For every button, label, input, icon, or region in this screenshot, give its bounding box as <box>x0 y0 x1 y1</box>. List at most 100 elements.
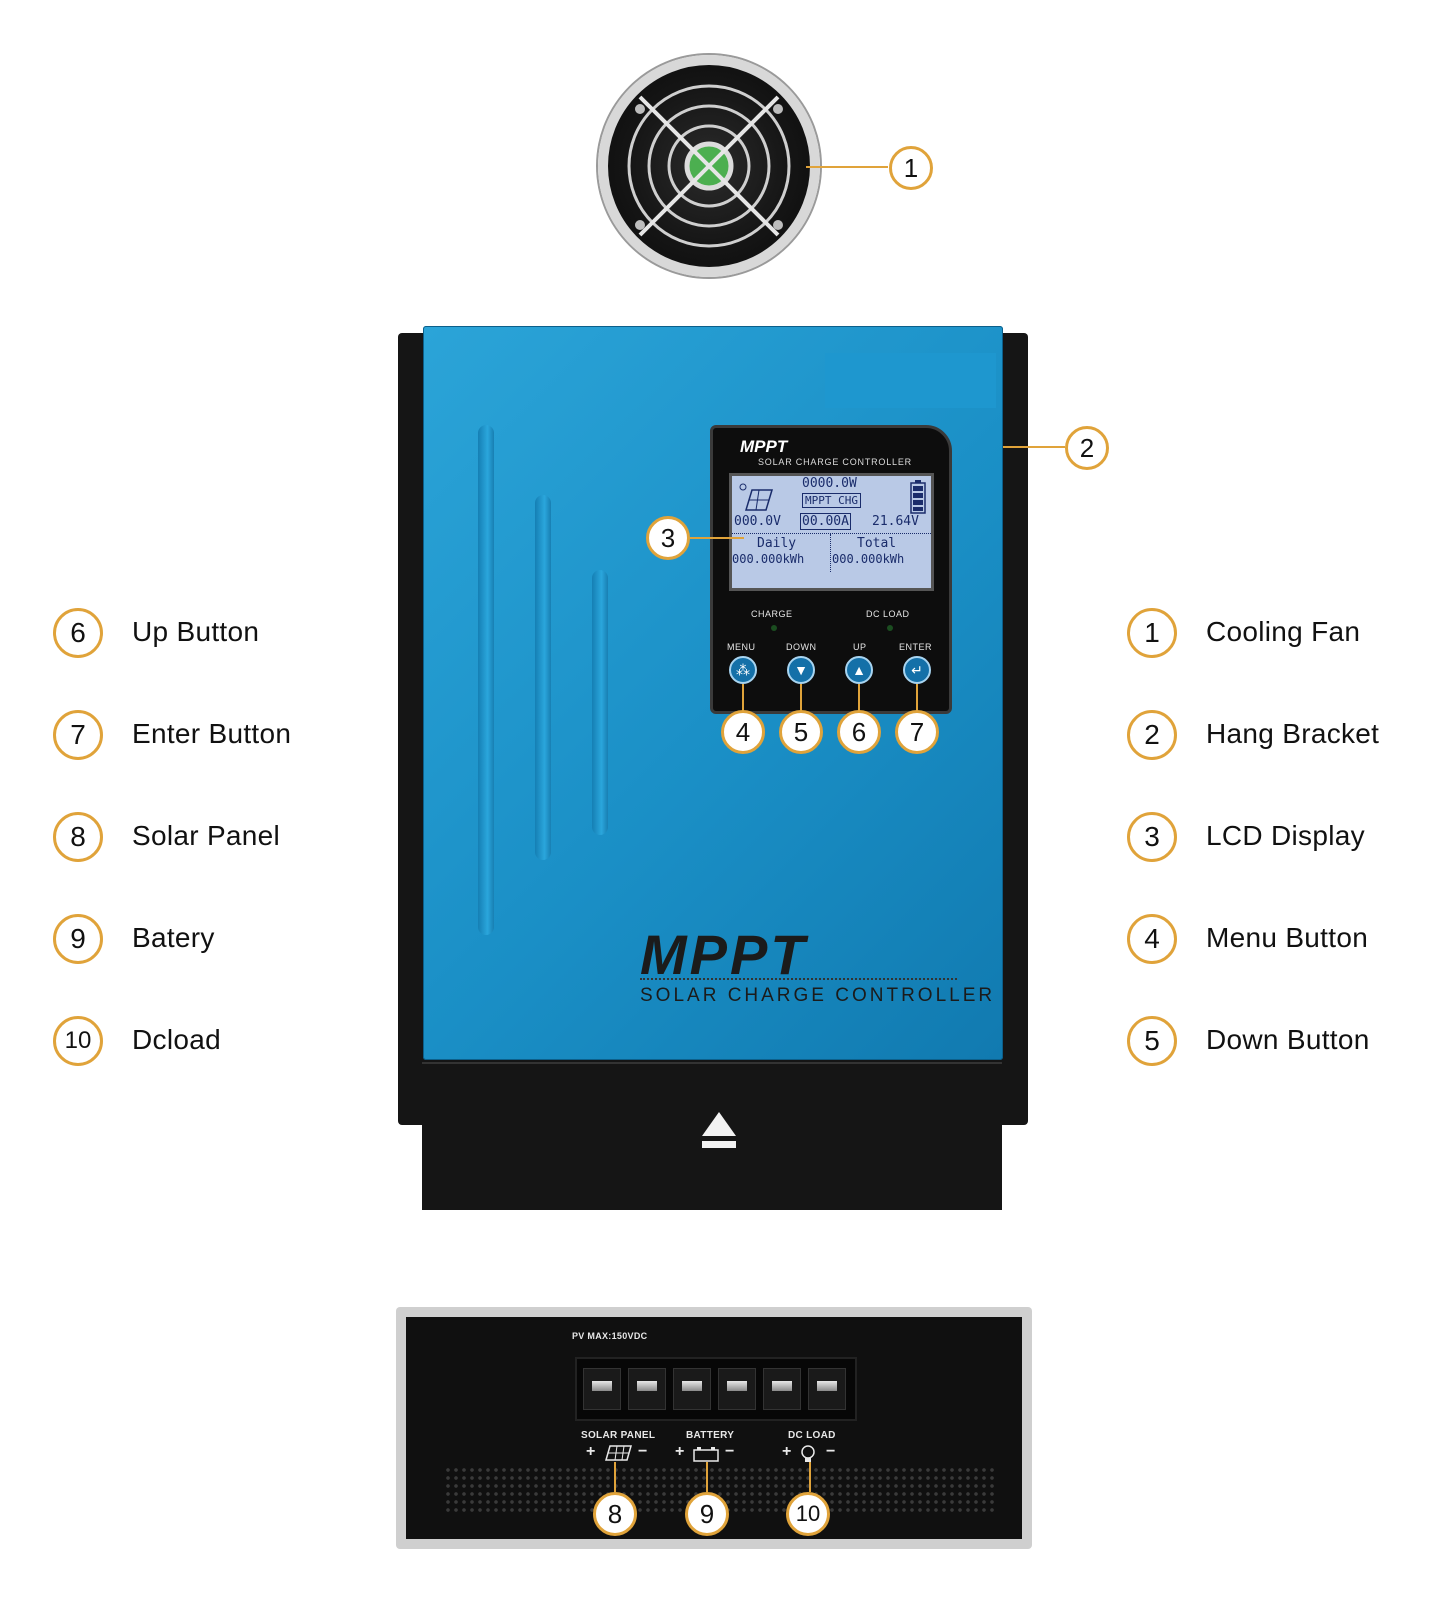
terminal-solar-minus <box>628 1368 666 1410</box>
legend-right-label: Menu Button <box>1206 922 1369 953</box>
legend-right-label: Down Button <box>1206 1024 1370 1055</box>
legend-left-label: Dcload <box>132 1024 221 1055</box>
battery-leader-line <box>706 1462 708 1492</box>
callout-9-battery: 9 <box>685 1492 729 1536</box>
panel-subtitle: SOLAR CHARGE CONTROLLER <box>758 457 912 467</box>
cover-tab <box>825 353 996 408</box>
charge-led <box>771 625 777 631</box>
enter-label: ENTER <box>899 642 933 652</box>
panel-brand: MPPT <box>740 437 788 456</box>
cooling-fan <box>598 55 820 277</box>
legend-left-label: Enter Button <box>132 718 292 749</box>
return-arrow-icon: ↵ <box>911 661 923 678</box>
up-leader-line <box>858 684 860 714</box>
legend-right-badge: 2 <box>1127 710 1177 760</box>
terminal-load-minus <box>808 1368 846 1410</box>
battery-level-icon <box>910 480 926 514</box>
battery-minus-sign: − <box>725 1443 735 1460</box>
legend-right-badge: 1 <box>1127 608 1177 658</box>
legend-left-badge: 9 <box>53 914 103 964</box>
solar-panel-icon <box>605 1445 632 1461</box>
pv-max-label: PV MAX:150VDC <box>572 1331 648 1341</box>
legend-left-label: Batery <box>132 922 215 953</box>
fan-leader-line <box>806 166 888 168</box>
callout-3-lcd: 3 <box>646 516 690 560</box>
legend-left-label: Solar Panel <box>132 820 281 851</box>
up-button[interactable]: ▲ <box>845 656 873 684</box>
dcload-led <box>887 625 893 631</box>
callout-4-menu: 4 <box>721 710 765 754</box>
load-minus-sign: − <box>826 1443 836 1460</box>
dcload-label: DC LOAD <box>866 609 910 619</box>
terminal-solar-plus <box>583 1368 621 1410</box>
lcd-display: 0000.0W MPPT CHG 000.0V 00.00A 21.64V Da… <box>729 473 934 591</box>
legend-left-badge: 10 <box>53 1016 103 1066</box>
legend-left-badge: 6 <box>53 608 103 658</box>
load-leader-line <box>809 1462 811 1492</box>
cover-groove <box>535 495 551 860</box>
legend-left-badge: 8 <box>53 812 103 862</box>
callout-5-down: 5 <box>779 710 823 754</box>
callout-6-up: 6 <box>837 710 881 754</box>
legend-right-badge: 3 <box>1127 812 1177 862</box>
legend-left-label: Up Button <box>132 616 260 647</box>
battery-plus-sign: + <box>675 1443 685 1460</box>
menu-button[interactable]: ⁂ <box>729 656 757 684</box>
fan-grille-icon <box>627 84 791 248</box>
solar-panel-label: SOLAR PANEL <box>581 1430 656 1441</box>
lcd-leader-line <box>690 537 744 539</box>
battery-label: BATTERY <box>686 1430 735 1441</box>
lcd-power: 0000.0W <box>802 476 857 491</box>
up-label: UP <box>853 642 867 652</box>
lcd-daily-label: Daily <box>757 536 797 551</box>
terminal-load-plus <box>763 1368 801 1410</box>
solar-minus-sign: − <box>638 1443 648 1460</box>
legend-right-label: Cooling Fan <box>1206 616 1361 647</box>
dc-load-label: DC LOAD <box>788 1430 836 1441</box>
triangle-up-icon: ▲ <box>852 662 866 678</box>
terminal-battery-minus <box>718 1368 756 1410</box>
legend-right-badge: 4 <box>1127 914 1177 964</box>
grid-icon: ⁂ <box>736 661 750 678</box>
solar-plus-sign: + <box>586 1443 596 1460</box>
battery-icon <box>693 1447 719 1462</box>
callout-1-fan: 1 <box>889 146 933 190</box>
bracket-leader-line <box>1003 446 1065 448</box>
charge-label: CHARGE <box>751 609 793 619</box>
lcd-total-value: 000.000kWh <box>832 552 905 566</box>
lcd-pv-voltage: 000.0V <box>734 514 781 529</box>
light-bulb-icon <box>801 1445 815 1462</box>
enter-leader-line <box>916 684 918 714</box>
down-leader-line <box>800 684 802 714</box>
callout-2-bracket: 2 <box>1065 426 1109 470</box>
cover-groove <box>478 425 494 935</box>
legend-right-label: Hang Bracket <box>1206 718 1380 749</box>
legend-right-label: LCD Display <box>1206 820 1365 851</box>
lcd-battery-voltage: 21.64V <box>872 514 919 529</box>
eject-icon <box>702 1112 736 1148</box>
legend-right-badge: 5 <box>1127 1016 1177 1066</box>
terminal-battery-plus <box>673 1368 711 1410</box>
body-brand-title: MPPT <box>640 923 808 986</box>
menu-leader-line <box>742 684 744 714</box>
down-label: DOWN <box>786 642 817 652</box>
load-plus-sign: + <box>782 1443 792 1460</box>
brand-dotted-line <box>640 978 957 980</box>
solar-leader-line <box>614 1462 616 1492</box>
legend-left-badge: 7 <box>53 710 103 760</box>
callout-7-enter: 7 <box>895 710 939 754</box>
lcd-divider <box>732 533 931 534</box>
enter-button[interactable]: ↵ <box>903 656 931 684</box>
lcd-daily-value: 000.000kWh <box>732 552 805 566</box>
triangle-down-icon: ▼ <box>794 662 808 678</box>
lcd-total-label: Total <box>857 536 897 551</box>
callout-10-dcload: 10 <box>786 1492 830 1536</box>
callout-8-solar: 8 <box>593 1492 637 1536</box>
down-button[interactable]: ▼ <box>787 656 815 684</box>
lcd-divider <box>830 534 831 572</box>
lcd-current: 00.00A <box>800 513 851 530</box>
menu-label: MENU <box>727 642 756 652</box>
body-brand-subtitle: SOLAR CHARGE CONTROLLER <box>640 985 996 1006</box>
cover-groove <box>592 570 608 835</box>
terminal-block <box>575 1357 857 1421</box>
